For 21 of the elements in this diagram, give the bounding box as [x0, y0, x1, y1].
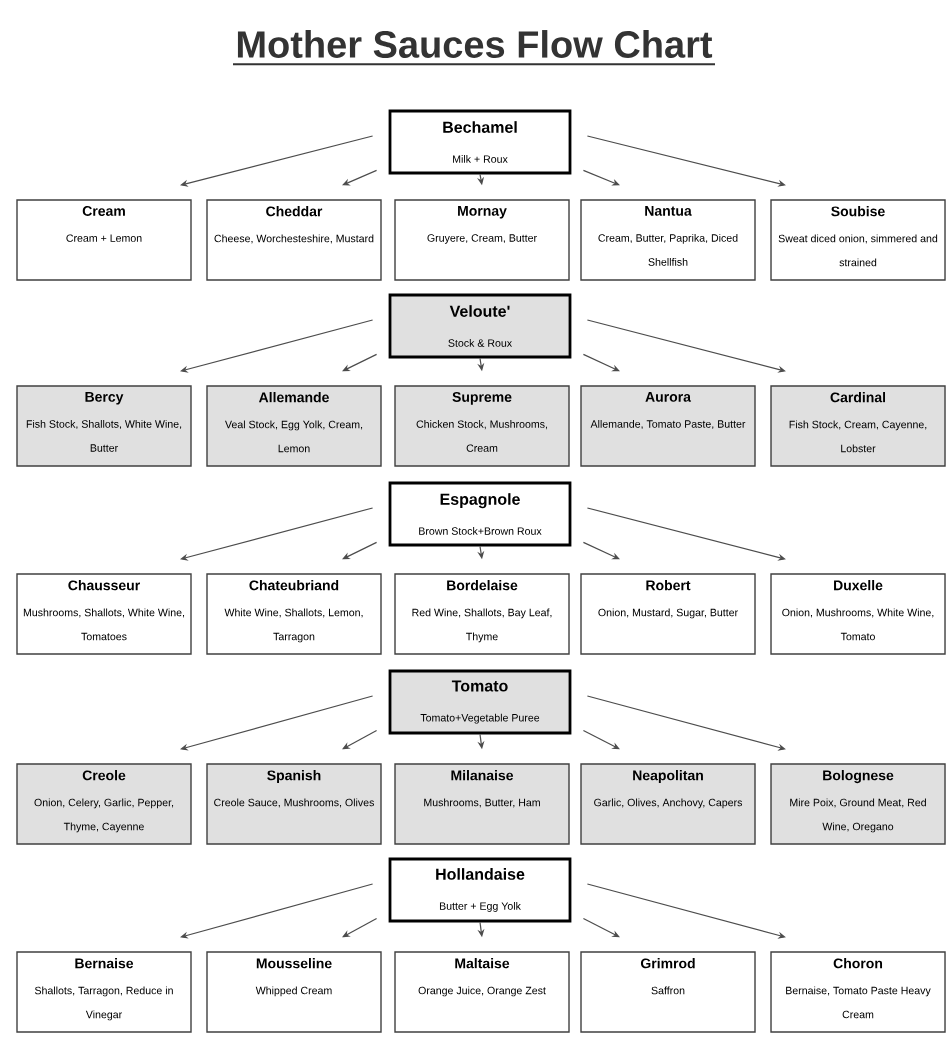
title: Mother Sauces Flow Chart: [232, 30, 716, 66]
arrow: [582, 729, 620, 750]
arrow: [586, 695, 786, 751]
arrow: [582, 917, 620, 938]
arrow: [342, 729, 378, 750]
arrow: [582, 541, 620, 560]
arrow: [342, 353, 378, 372]
arrow: [586, 135, 786, 187]
arrow: [180, 135, 374, 187]
arrow: [342, 917, 378, 938]
arrow: [180, 883, 374, 939]
arrow: [180, 319, 374, 373]
arrow: [342, 541, 378, 560]
arrow: [180, 507, 374, 561]
arrow: [586, 883, 786, 939]
arrow: [342, 169, 378, 186]
arrow: [180, 695, 374, 751]
arrow: [582, 353, 620, 372]
arrow: [586, 507, 786, 561]
arrow: [586, 319, 786, 373]
arrow: [582, 169, 620, 186]
